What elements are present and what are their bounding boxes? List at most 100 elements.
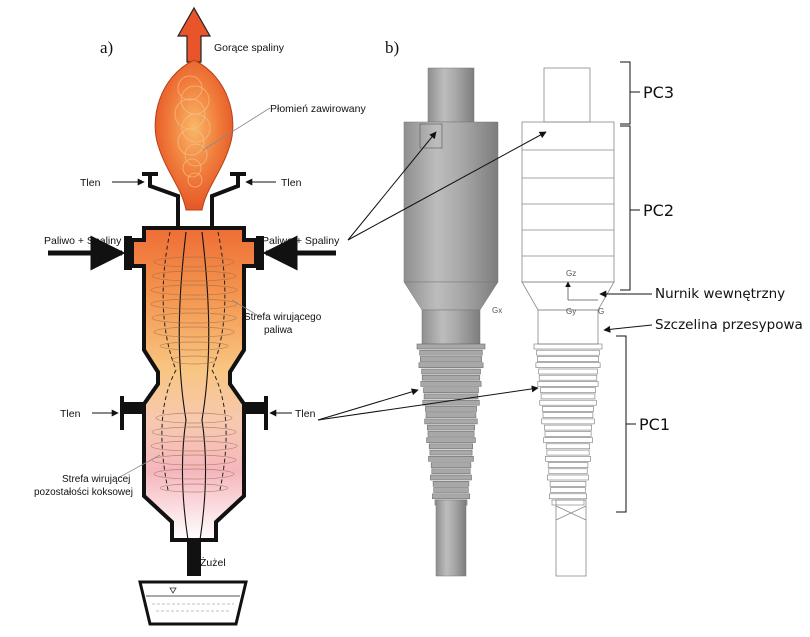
- wire-top-pipe: [543, 67, 591, 123]
- mesh-ring: [423, 387, 479, 394]
- axis-x-shaded-label: Gx: [492, 306, 502, 315]
- mesh-stack-shaded: [416, 343, 486, 506]
- fuel-zone-boundary-left: [161, 231, 177, 491]
- fuel-flange-right: [256, 236, 264, 270]
- panel-b: b) Gx Gz: [317, 38, 803, 577]
- mesh-ring: [551, 499, 585, 506]
- oxygen-flange-mid-right-plate: [264, 396, 268, 430]
- neck: [421, 309, 481, 345]
- swirl-flame-label: Płomień zawirowany: [270, 103, 366, 115]
- swirl-flame: [154, 59, 234, 211]
- mesh-ring: [426, 424, 475, 431]
- mesh-ring: [536, 349, 600, 356]
- pc2-bracket: [620, 125, 631, 291]
- fuel-flange-left: [124, 236, 132, 270]
- mesh-ring: [426, 437, 476, 443]
- mesh-ring: [540, 393, 596, 400]
- fuel-zone-label-1: Strefa wirującego: [244, 312, 322, 323]
- fuel-right-label: Paliwo + Spaliny: [262, 235, 340, 247]
- oxygen-mid-right-label: Tlen: [295, 408, 316, 420]
- coke-zone-leader: [117, 454, 161, 479]
- wire-bottom-cross: [555, 505, 587, 521]
- mesh-ring: [429, 449, 473, 456]
- mesh-ring: [546, 449, 590, 456]
- upper-cylinder-window: [419, 123, 443, 149]
- pointer-oxygen-to-wire-icon: [317, 385, 539, 421]
- bottom-pipe: [435, 499, 467, 577]
- pc1-bracket: [616, 335, 627, 513]
- slag-basin: [138, 580, 248, 626]
- oxygen-top-left-label: Tlen: [80, 177, 101, 189]
- pointer-fuel-to-wire-icon: [347, 131, 547, 241]
- oxygen-flange-mid-right: [244, 402, 266, 414]
- mesh-ring: [424, 418, 478, 425]
- cone: [403, 281, 499, 311]
- oxygen-nozzle-right: [210, 174, 240, 228]
- mesh-ring: [419, 349, 483, 356]
- water-level-icon: [169, 587, 177, 594]
- mesh-ring: [432, 480, 470, 487]
- slag-outlet-pipe: [187, 540, 201, 576]
- mesh-ring: [543, 437, 593, 443]
- fuel-zone-label-2: paliwa: [264, 325, 293, 336]
- pc2-label: PC2: [643, 201, 674, 220]
- mesh-ring: [419, 356, 482, 362]
- wireframe-model: [521, 67, 615, 577]
- flame-swirl-coils: [174, 75, 211, 188]
- gap-label: Szczelina przesypowa: [655, 317, 803, 333]
- hot-gas-arrow-icon: [176, 6, 212, 63]
- inner-punch-label: Nurnik wewnętrzny: [655, 286, 785, 302]
- mesh-ring: [550, 487, 586, 493]
- mesh-ring: [425, 412, 477, 418]
- panel-a-label: a): [100, 38, 113, 57]
- mesh-ring: [433, 487, 469, 493]
- mesh-ring: [542, 406, 594, 412]
- wire-upper-cylinder: [521, 121, 615, 283]
- mesh-ring: [539, 399, 597, 406]
- oxygen-flange-mid-left: [122, 402, 144, 414]
- mesh-ring: [533, 343, 603, 350]
- fuel-left-label: Paliwo + Spaliny: [44, 235, 122, 247]
- panel-b-label: b): [385, 38, 399, 57]
- axis-y-label: Gy: [566, 307, 576, 316]
- mesh-ring: [431, 468, 471, 475]
- slag-label: Żużel: [200, 556, 226, 569]
- oxygen-mid-left-label: Tlen: [60, 408, 81, 420]
- pointer-oxygen-to-shaded-icon: [317, 388, 419, 421]
- wire-bottom-pipe: [555, 499, 587, 577]
- oxygen-top-right-label: Tlen: [281, 177, 302, 189]
- oxygen-nozzle-left: [148, 174, 180, 228]
- mesh-ring: [541, 418, 595, 425]
- pc3-label: PC3: [643, 83, 674, 102]
- upper-cylinder: [403, 121, 499, 283]
- mesh-ring: [432, 493, 470, 500]
- mesh-ring: [427, 431, 475, 437]
- gap-arrow-icon: [603, 324, 653, 333]
- pc1-label: PC1: [639, 415, 670, 434]
- mesh-ring: [416, 343, 486, 350]
- mesh-ring: [430, 474, 472, 481]
- swirl-coils-chamber: [150, 256, 238, 493]
- mesh-ring: [538, 374, 598, 381]
- pointer-fuel-to-shaded-icon: [347, 131, 437, 241]
- mesh-ring: [540, 387, 596, 394]
- mesh-ring: [543, 424, 592, 431]
- reactor-chamber: [130, 226, 258, 542]
- fuel-zone-leader: [231, 299, 263, 319]
- pc3-bracket: [620, 61, 631, 125]
- mesh-ring: [420, 381, 482, 387]
- mesh-ring: [549, 493, 588, 500]
- mesh-ring: [545, 443, 591, 450]
- mesh-ring: [428, 443, 474, 450]
- panel-a: a) Gorące spaliny Płomień zawirowany Tle…: [34, 6, 366, 626]
- mesh-ring: [430, 462, 472, 468]
- coke-zone-label-2: pozostałości koksowej: [34, 487, 133, 498]
- mesh-ring: [548, 468, 588, 475]
- axis-z-label: Gz: [566, 269, 576, 278]
- slag-water-lines: [152, 603, 234, 612]
- mesh-ring: [549, 480, 587, 487]
- mesh-ring: [537, 381, 599, 387]
- axis-g-label: G: [598, 307, 604, 316]
- top-pipe: [427, 67, 475, 123]
